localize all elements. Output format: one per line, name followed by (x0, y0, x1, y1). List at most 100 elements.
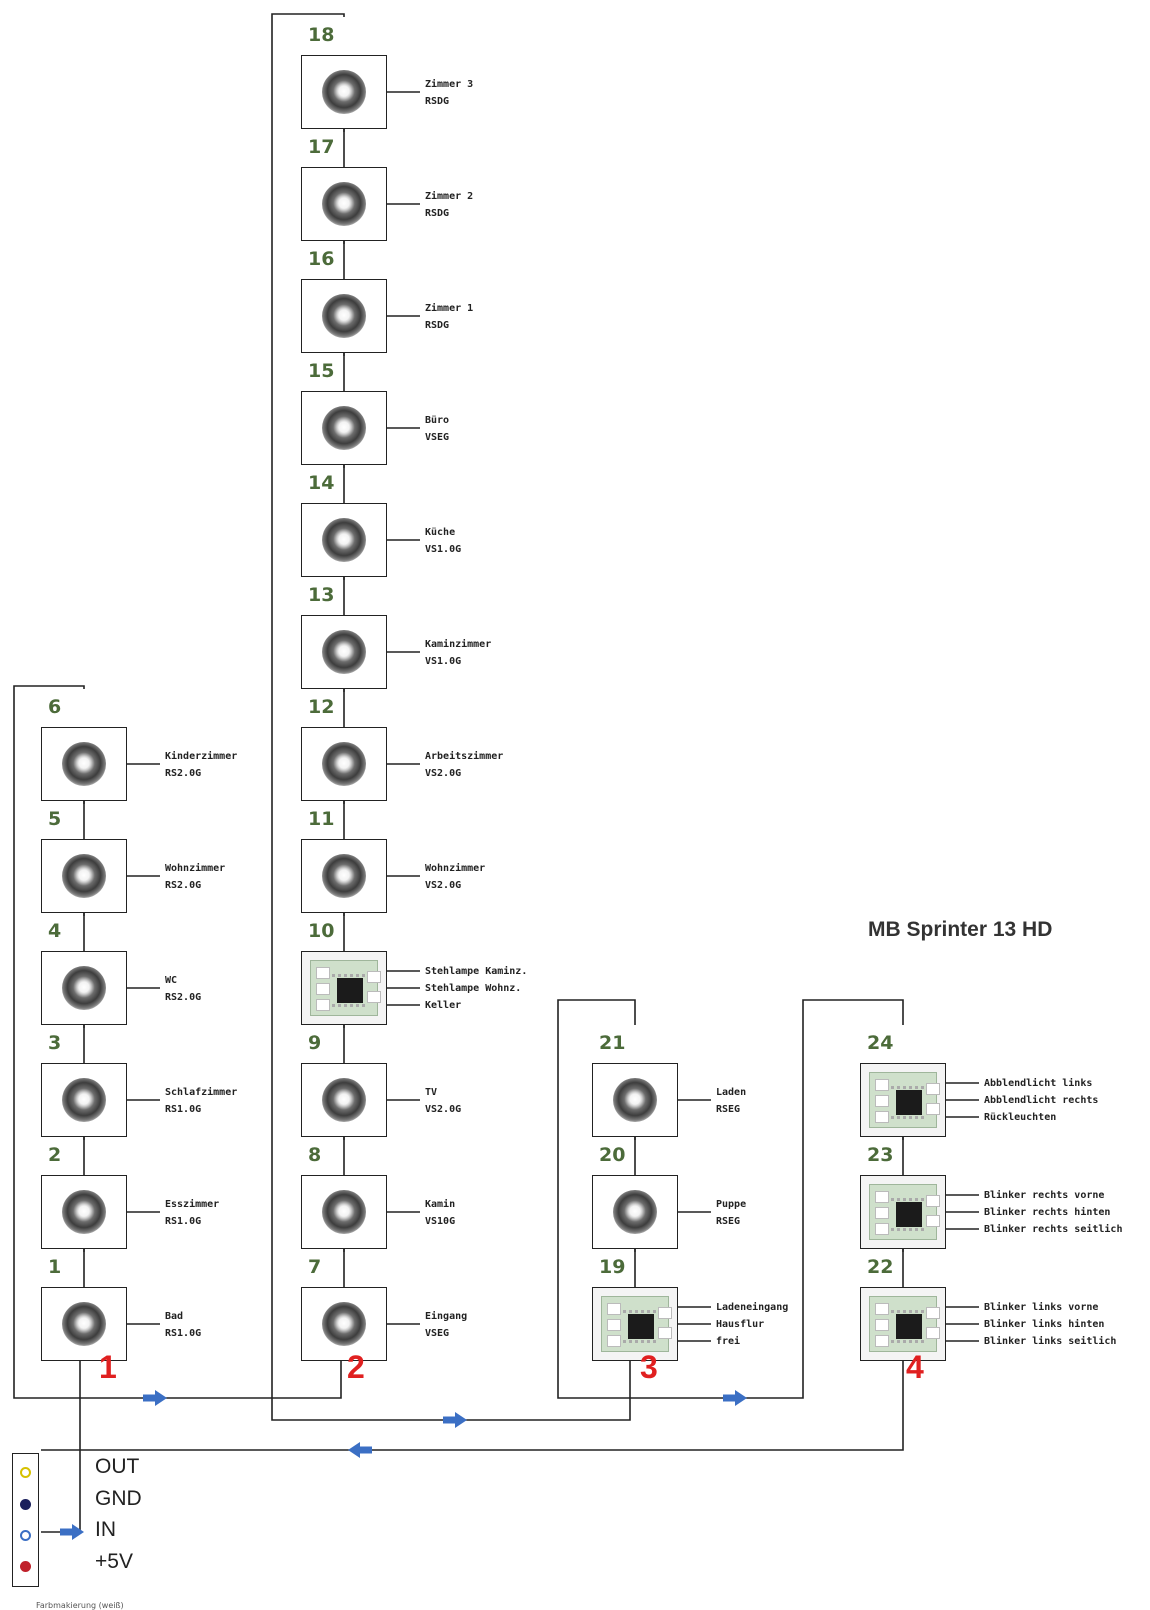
module-label-11-line-1: Wohnzimmer (425, 863, 486, 874)
module-number-8: 8 (308, 1144, 322, 1166)
led-module-2 (41, 1175, 127, 1249)
group-number-2: 2 (347, 1349, 365, 1385)
module-label-7-line-2: VSEG (425, 1328, 450, 1339)
module-label-6-line-1: Kinderzimmer (165, 751, 238, 762)
module-label-22-line-1: Blinker links vorne (984, 1302, 1099, 1313)
solder-pad (875, 1207, 889, 1219)
pin-in-label: IN (95, 1518, 116, 1541)
pin-gnd-label: GND (95, 1487, 142, 1510)
led-icon (62, 1302, 106, 1346)
led-icon (62, 1078, 106, 1122)
chip-icon (891, 1310, 927, 1343)
led-icon (322, 518, 366, 562)
module-label-5-line-1: Wohnzimmer (165, 863, 226, 874)
module-number-7: 7 (308, 1256, 322, 1278)
solder-pad (875, 1319, 889, 1331)
led-module-5 (41, 839, 127, 913)
module-label-17-line-1: Zimmer 2 (425, 191, 474, 202)
decoder-board-24 (860, 1063, 946, 1137)
wire-21-to-22-loop (557, 999, 904, 1399)
module-number-4: 4 (48, 920, 62, 942)
decoder-board-10 (301, 951, 387, 1025)
module-label-14-line-2: VS1.0G (425, 544, 462, 555)
led-module-3 (41, 1063, 127, 1137)
module-number-22: 22 (867, 1256, 894, 1278)
module-label-3-line-1: Schlafzimmer (165, 1087, 238, 1098)
group-number-3: 3 (640, 1349, 658, 1385)
led-module-13 (301, 615, 387, 689)
module-number-9: 9 (308, 1032, 322, 1054)
module-number-15: 15 (308, 360, 335, 382)
module-label-11-line-2: VS2.0G (425, 880, 462, 891)
wire-18-to-19 (271, 13, 631, 1421)
chip-icon (891, 1198, 927, 1231)
module-label-23-line-1: Blinker rechts vorne (984, 1190, 1105, 1201)
pin-gnd-dot (20, 1499, 31, 1510)
module-number-21: 21 (599, 1032, 626, 1054)
led-module-12 (301, 727, 387, 801)
module-label-19-line-3: frei (716, 1336, 741, 1347)
group-number-1: 1 (99, 1349, 117, 1385)
module-label-22-line-2: Blinker links hinten (984, 1319, 1105, 1330)
led-icon (322, 630, 366, 674)
module-number-18: 18 (308, 24, 335, 46)
solder-pad (607, 1335, 621, 1347)
flow-arrow (60, 1524, 84, 1540)
led-module-18 (301, 55, 387, 129)
led-module-4 (41, 951, 127, 1025)
module-label-13-line-2: VS1.0G (425, 656, 462, 667)
solder-pad (926, 1195, 940, 1207)
input-connector (12, 1453, 39, 1587)
module-label-15-line-2: VSEG (425, 432, 450, 443)
solder-pad (875, 1095, 889, 1107)
solder-pad (926, 1083, 940, 1095)
led-icon (62, 1190, 106, 1234)
solder-pad (607, 1319, 621, 1331)
module-number-6: 6 (48, 696, 62, 718)
flow-arrow (723, 1390, 747, 1406)
led-icon (613, 1078, 657, 1122)
chip-icon (891, 1086, 927, 1119)
led-module-16 (301, 279, 387, 353)
flow-arrow (348, 1442, 372, 1458)
module-label-22-line-3: Blinker links seitlich (984, 1336, 1117, 1347)
circuit-board-icon (310, 960, 381, 1016)
led-icon (322, 294, 366, 338)
module-label-2-line-2: RS1.0G (165, 1216, 202, 1227)
module-number-1: 1 (48, 1256, 62, 1278)
module-label-6-line-2: RS2.0G (165, 768, 202, 779)
pin-5v-dot (20, 1561, 31, 1572)
module-label-16-line-2: RSDG (425, 320, 450, 331)
chip-icon (623, 1310, 659, 1343)
led-icon (62, 742, 106, 786)
wire-in-to-1 (41, 1361, 81, 1533)
flow-arrow (143, 1390, 167, 1406)
module-number-13: 13 (308, 584, 335, 606)
module-label-2-line-1: Esszimmer (165, 1199, 220, 1210)
module-number-19: 19 (599, 1256, 626, 1278)
led-icon (322, 1302, 366, 1346)
diagram-title: MB Sprinter 13 HD (868, 918, 1053, 941)
module-label-12-line-1: Arbeitszimmer (425, 751, 504, 762)
module-label-14-line-1: Küche (425, 527, 456, 538)
solder-pad (658, 1327, 672, 1339)
module-label-9-line-1: TV (425, 1087, 438, 1098)
circuit-board-icon (601, 1296, 672, 1352)
led-module-15 (301, 391, 387, 465)
led-module-17 (301, 167, 387, 241)
led-module-6 (41, 727, 127, 801)
module-number-14: 14 (308, 472, 335, 494)
module-label-17-line-2: RSDG (425, 208, 450, 219)
group-number-4: 4 (906, 1349, 924, 1385)
led-module-7 (301, 1287, 387, 1361)
module-label-15-line-1: Büro (425, 415, 450, 426)
chip-icon (332, 974, 368, 1007)
solder-pad (316, 983, 330, 995)
module-label-7-line-1: Eingang (425, 1311, 468, 1322)
module-label-21-line-1: Laden (716, 1087, 747, 1098)
led-icon (322, 1190, 366, 1234)
solder-pad (926, 1103, 940, 1115)
module-label-24-line-3: Rückleuchten (984, 1112, 1057, 1123)
module-label-1-line-1: Bad (165, 1311, 184, 1322)
